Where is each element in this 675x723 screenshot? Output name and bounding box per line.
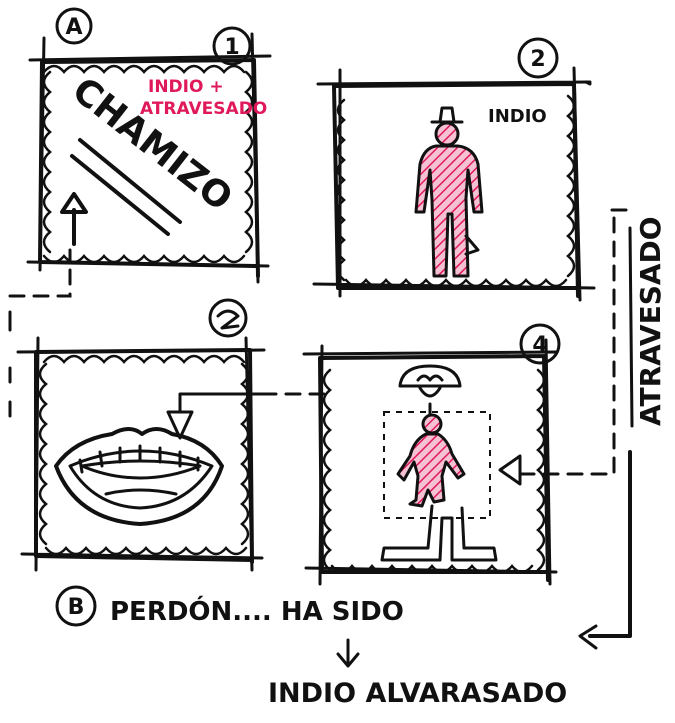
panel-3-number-circle xyxy=(210,300,246,336)
panel-1-number: 1 xyxy=(224,35,239,60)
panel-4-left-arrow-icon xyxy=(500,456,520,484)
panel-4-scallop-left xyxy=(324,370,330,570)
return-arrow-line xyxy=(590,452,630,636)
panel-2-scallop-bottom xyxy=(346,280,566,286)
panel-4-scallop-right xyxy=(538,370,544,570)
caption-line2: INDIO ALVARASADO xyxy=(268,678,567,709)
up-arrow-icon xyxy=(62,194,86,244)
panel-1: 1 CHAMIZO INDIO + ATRAVESADO xyxy=(28,28,270,282)
panel-3-scallop-top xyxy=(44,356,244,362)
panel-3-scallop-right xyxy=(242,364,248,544)
panel-1-scallop-bottom xyxy=(44,256,244,262)
panel-1-scallop-top xyxy=(44,66,244,72)
panel-2-corner-mark xyxy=(586,82,590,84)
panel-4-number: 4 xyxy=(532,333,547,358)
transformed-man-figure xyxy=(382,366,496,560)
panel-3-number-glyph xyxy=(218,311,238,328)
caption-down-arrow-icon xyxy=(338,640,358,666)
caption-line1: PERDÓN.... HA SIDO xyxy=(110,595,404,627)
panel-3 xyxy=(18,300,264,570)
open-mouth-icon xyxy=(56,429,222,524)
marker-b: B xyxy=(57,587,95,625)
marker-b-label: B xyxy=(68,595,85,620)
panel-1-note-line2: ATRAVESADO xyxy=(140,99,267,119)
panel-1-scallop-left xyxy=(44,72,50,252)
standing-man-figure xyxy=(416,108,482,276)
panel-2-scallop-right xyxy=(568,96,574,276)
panel-2-number: 2 xyxy=(530,47,545,72)
marker-a: A xyxy=(57,9,91,43)
panel-2-label: INDIO xyxy=(488,106,547,127)
panel-4: 4 xyxy=(304,325,559,584)
panel-1-note-line1: INDIO + xyxy=(148,77,224,97)
panel-3-scallop-left xyxy=(40,364,46,544)
marker-a-label: A xyxy=(65,15,82,40)
panel-3-scallop-bottom xyxy=(46,548,246,554)
side-label: ATRAVESADO xyxy=(634,216,667,426)
side-label-rule xyxy=(630,228,632,426)
panel-2: 2 INDIO xyxy=(314,39,594,300)
